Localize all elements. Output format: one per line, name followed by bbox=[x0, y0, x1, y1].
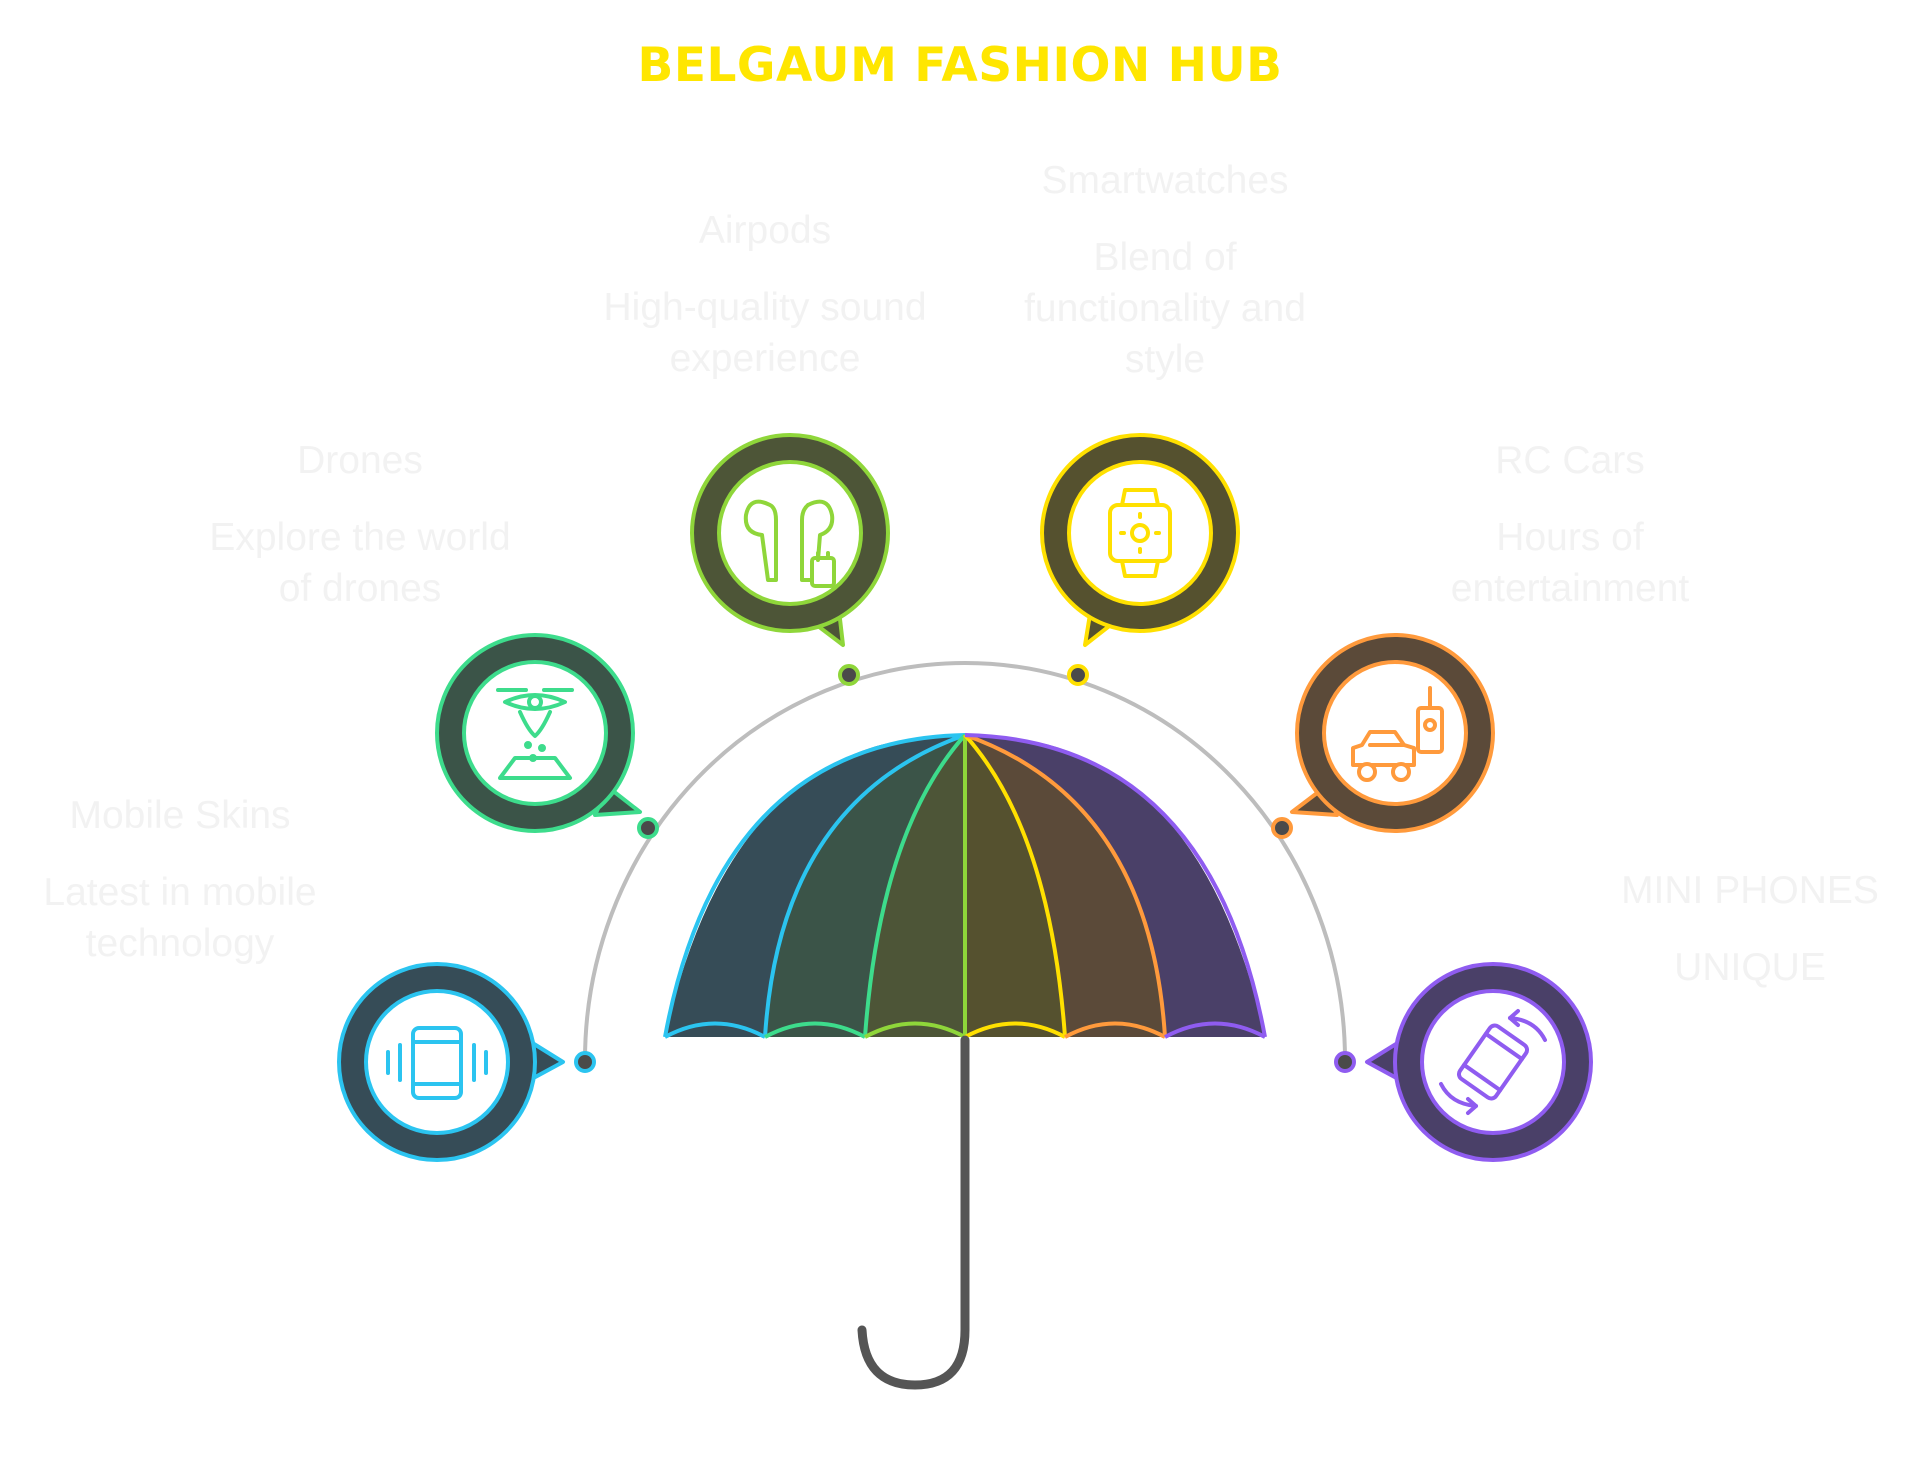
diagram-title: BELGAUM FASHION HUB bbox=[637, 38, 1283, 93]
umbrella-hem bbox=[664, 1021, 1266, 1039]
rc-car-icon bbox=[1351, 686, 1444, 782]
bubble-smartwatches bbox=[1040, 433, 1240, 647]
bubble-mobile-skins bbox=[337, 962, 565, 1162]
bubble-mini-phones bbox=[1365, 962, 1593, 1162]
drone-icon bbox=[496, 688, 574, 780]
smartwatch-icon bbox=[1108, 488, 1172, 578]
label-title: Airpods bbox=[698, 209, 832, 252]
umbrella-handle bbox=[857, 1035, 970, 1390]
connector-dots bbox=[574, 664, 1356, 1073]
label-title: Mobile Skins bbox=[69, 794, 291, 837]
label-description: Blend of functionality and style bbox=[1024, 236, 1306, 381]
phone-vibrate-icon bbox=[386, 1026, 488, 1100]
bubble-drones bbox=[435, 633, 642, 833]
label-mini-phones: MINI PHONES UNIQUE bbox=[1600, 865, 1900, 993]
connector-arc bbox=[583, 661, 1347, 1061]
label-description: UNIQUE bbox=[1674, 946, 1826, 989]
label-mobile-skins: Mobile Skins Latest in mobile technology bbox=[20, 790, 340, 969]
bubble-airpods bbox=[690, 433, 890, 647]
label-title: Drones bbox=[297, 439, 423, 482]
umbrella-ribs bbox=[663, 733, 1267, 1038]
earbuds-icon bbox=[743, 499, 836, 588]
phone-rotate-icon bbox=[1439, 1009, 1547, 1115]
umbrella-canopy bbox=[665, 735, 1265, 1037]
label-drones: Drones Explore the world of drones bbox=[190, 435, 530, 614]
label-smartwatches: Smartwatches Blend of functionality and … bbox=[1000, 155, 1330, 385]
label-rc-cars: RC Cars Hours of entertainment bbox=[1420, 435, 1720, 614]
label-description: Explore the world of drones bbox=[209, 516, 511, 610]
label-airpods: Airpods High-quality sound experience bbox=[590, 205, 940, 384]
label-title: RC Cars bbox=[1495, 439, 1645, 482]
label-title: MINI PHONES bbox=[1621, 869, 1879, 912]
label-description: Hours of entertainment bbox=[1450, 516, 1690, 610]
label-title: Smartwatches bbox=[1041, 159, 1289, 202]
label-description: Latest in mobile technology bbox=[43, 871, 317, 965]
label-description: High-quality sound experience bbox=[603, 286, 927, 380]
bubble-rc-cars bbox=[1290, 633, 1495, 833]
